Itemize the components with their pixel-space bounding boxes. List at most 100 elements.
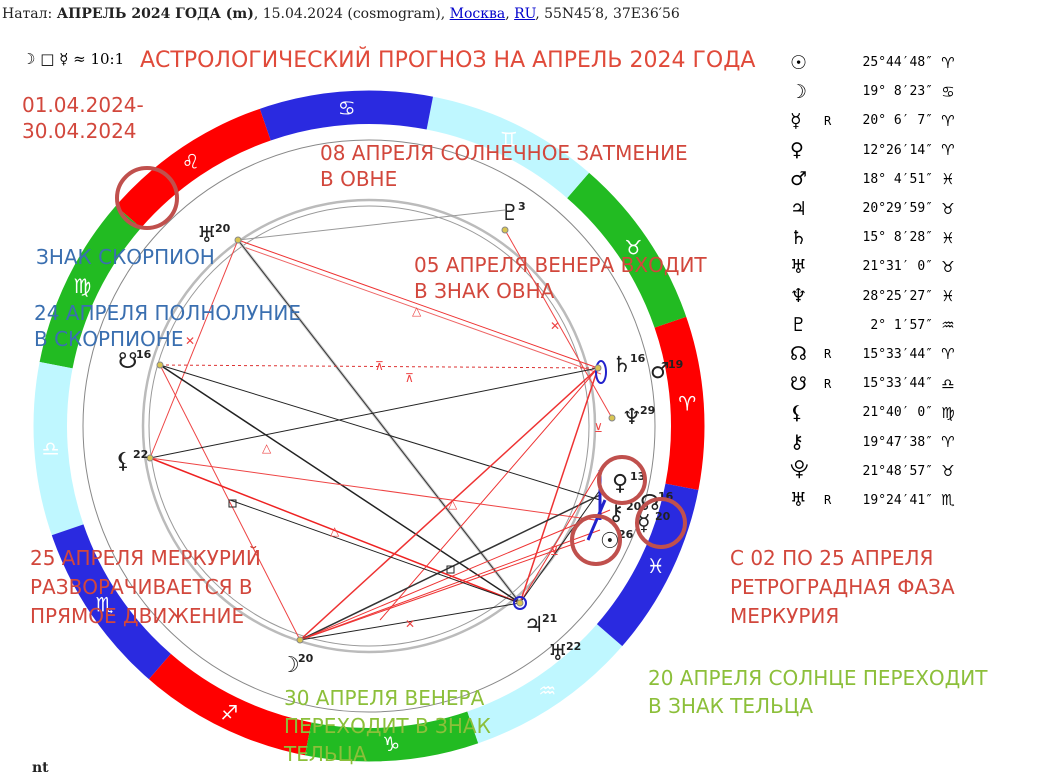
venus-aries-note: 05 АПРЕЛЯ ВЕНЕРА ВХОДИТ В ЗНАК ОВНА [414,253,707,303]
position-value: 2° 1′57″ [870,317,933,333]
planet-glyph-icon: ♄ [790,226,808,249]
sign-glyph-icon: ♉ [941,199,955,218]
planet-glyph-icon: ☽ [280,653,300,678]
planet-glyph-icon: ♄ [612,353,632,378]
retrograde-flag: R [824,493,832,508]
sign-glyph-icon: ♍ [941,403,955,422]
svg-text:△: △ [330,524,340,538]
zodiac-sign-icon: ♑ [382,732,400,756]
svg-text:✕: ✕ [405,617,415,631]
page-title: АСТРОЛОГИЧЕСКИЙ ПРОГНОЗ НА АПРЕЛЬ 2024 Г… [140,48,756,73]
planet-glyph-icon: ♂ [790,168,808,191]
zodiac-sign-icon: ♓ [647,554,665,578]
planet-degree-label: 26 [618,528,634,541]
position-value: 21°31′ 0″ [862,259,933,275]
planet-glyph-icon: ♆ [790,285,808,308]
zodiac-segment [304,711,479,762]
eclipse-note: 08 АПРЕЛЯ СОЛНЕЧНОЕ ЗАТМЕНИЕ В ОВНЕ [320,141,688,191]
planet-glyph-icon: ⯓ [790,458,809,481]
zodiac-sign-icon: ♏ [96,592,114,616]
planet-glyph-icon: ♅ [548,641,568,666]
zodiac-segment [51,524,171,680]
position-row: ⚷19°47′38″♈ [790,427,963,456]
position-row: ♇2° 1′57″♒ [790,311,963,340]
zodiac-segment [596,483,699,647]
svg-text:△: △ [262,441,272,455]
position-row: ☉ 25°44′48″ ♈ [790,48,963,77]
position-value: 25°44′48″ [862,55,933,71]
position-value: 15° 8′28″ [862,230,933,246]
svg-text:△: △ [448,497,458,511]
position-value: 21°40′ 0″ [862,405,933,421]
svg-text:⊼: ⊼ [405,371,414,385]
planet-glyph-icon: ♆ [622,405,642,430]
footer-text: nt [32,760,49,776]
mercury-direct-note: 25 АПРЕЛЯ МЕРКУРИЙ РАЗВОРАЧИВАЕТСЯ В ПРЯ… [30,546,261,628]
planet-degree-label: 3 [518,200,526,213]
position-row: ☽19° 8′23″♋ [790,77,963,106]
zodiac-sign-icon: ♒ [538,678,556,702]
position-row: ⚸ 21°40′ 0″ ♍ [790,398,963,427]
header-title: АПРЕЛЬ 2024 ГОДА (m) [56,6,254,22]
planet-positions-table: ☉ 25°44′48″ ♈ ☽19° 8′23″♋ ☿ R 20° 6′ 7″ ♈ ♀12°26… [790,48,963,515]
position-row: ♅21°31′ 0″♉ [790,252,963,281]
position-row: ♀12°26′14″♈ [790,136,963,165]
header-details: , 15.04.2024 (cosmogram), [253,6,450,22]
zodiac-sign-icon: ♋ [338,96,356,120]
position-row: ♄15° 8′28″♓ [790,223,963,252]
planet-glyph-icon: ☉ [790,51,808,74]
position-value: 20° 6′ 7″ [862,113,933,129]
sign-glyph-icon: ♉ [941,257,955,276]
country-link[interactable]: RU [514,6,536,22]
svg-text:△: △ [412,304,422,318]
sign-glyph-icon: ♓ [941,170,955,189]
planet-degree-label: 20 [215,222,231,235]
planet-glyph-icon: ♂ [650,359,670,384]
aspect-lines: △ ✕ ⊼ ⊼ ✕ △ △ △ ✕ ⊻ ⊻ [149,209,613,641]
svg-text:✕: ✕ [550,319,560,333]
zodiac-sign-icon: ♌ [182,150,200,174]
zodiac-segment [115,108,271,228]
position-row: ⯓21°48′57″♉ [790,457,963,486]
position-value: 19°47′38″ [862,434,933,450]
zodiac-sign-icon: ♍ [73,274,91,298]
sign-glyph-icon: ♓ [941,287,955,306]
header-prefix: Натал: [2,6,57,22]
planet-degree-label: 20 [655,510,671,523]
svg-text:⊻: ⊻ [594,421,603,435]
zodiac-segment [39,205,142,369]
planet-glyph-icon: ♃ [524,613,544,638]
planet-glyph-icon: ⚸ [790,401,804,424]
planet-degree-label: 19 [668,358,683,371]
position-row: ♅ R 19°24′41″ ♏ [790,486,963,515]
planet-degree-label: 21 [542,612,557,625]
sign-glyph-icon: ♏ [941,491,955,510]
header-coords: , 55N45′8, 37E36′56 [535,6,680,22]
zodiac-segment [654,316,705,491]
planet-glyph-icon: ♅ [790,489,808,512]
zodiac-segment [467,624,623,744]
city-link[interactable]: Москва [449,6,506,22]
sign-glyph-icon: ♈ [941,345,955,364]
zodiac-segment [259,90,434,141]
planet-glyph-icon: ♀ [612,471,628,496]
sign-glyph-icon: ♒ [941,316,955,335]
zodiac-sign-icon: ♈ [678,392,696,416]
zodiac-segment [567,172,687,328]
position-value: 28°25′27″ [862,288,933,304]
planet-glyph-icon: ⚷ [790,431,804,454]
zodiac-sign-icon: ♉ [624,236,642,260]
planet-glyph-icon: ☊ [790,343,807,366]
position-value: 19°24′41″ [862,492,933,508]
retrograde-flag: R [824,113,832,128]
planet-glyph-icon: ♅ [197,223,217,248]
planet-glyph-icon: ⚸ [115,449,131,474]
full-moon-note: 24 АПРЕЛЯ ПОЛНОЛУНИЕ В СКОРПИОНЕ [34,301,301,351]
planet-glyph-icon: ☿ [790,109,802,132]
planet-glyph-icon: ☋ [790,372,807,395]
sign-glyph-icon: ♈ [941,53,955,72]
position-row: ♆ 28°25′27″ ♓ [790,282,963,311]
planet-glyph-icon: ☽ [790,80,808,103]
